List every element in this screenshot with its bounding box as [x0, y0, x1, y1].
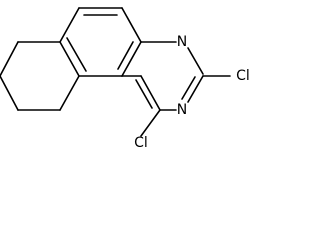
pyrimidine-ring — [121, 41, 204, 111]
chemical-structure-diagram: N N Cl Cl — [0, 7, 250, 151]
bond-c10a-c6a-inner — [66, 37, 87, 72]
substituent-bonds — [140, 75, 231, 137]
bond-c7-c8b — [0, 41, 19, 77]
bond-c1-cl — [140, 109, 161, 137]
bond-c4a-c10b — [121, 41, 142, 77]
bond-c1-c10b — [140, 75, 161, 111]
benzene-ring — [59, 7, 142, 111]
bond-c10a-c10 — [59, 75, 80, 111]
saturated-ring — [0, 41, 61, 111]
atom-label-cl-c2: Cl — [236, 68, 250, 84]
bond-c5-c4a — [121, 7, 142, 43]
atom-label-n3: N — [177, 34, 187, 50]
bond-c2-n1 — [187, 75, 204, 103]
bond-c6a-c6 — [59, 7, 80, 43]
atom-labels: N N Cl Cl — [134, 34, 250, 151]
atom-label-cl-c1: Cl — [134, 135, 148, 151]
bond-c4a-c10b-inner — [117, 41, 134, 70]
bond-c8-c9 — [0, 75, 19, 111]
bond-n3-c2 — [187, 47, 204, 75]
atom-label-n1: N — [177, 102, 187, 118]
bond-c2-n1-inner — [181, 76, 196, 100]
bond-c1-c10b-inner — [135, 79, 153, 109]
bond-c10a-c6a — [59, 41, 80, 77]
